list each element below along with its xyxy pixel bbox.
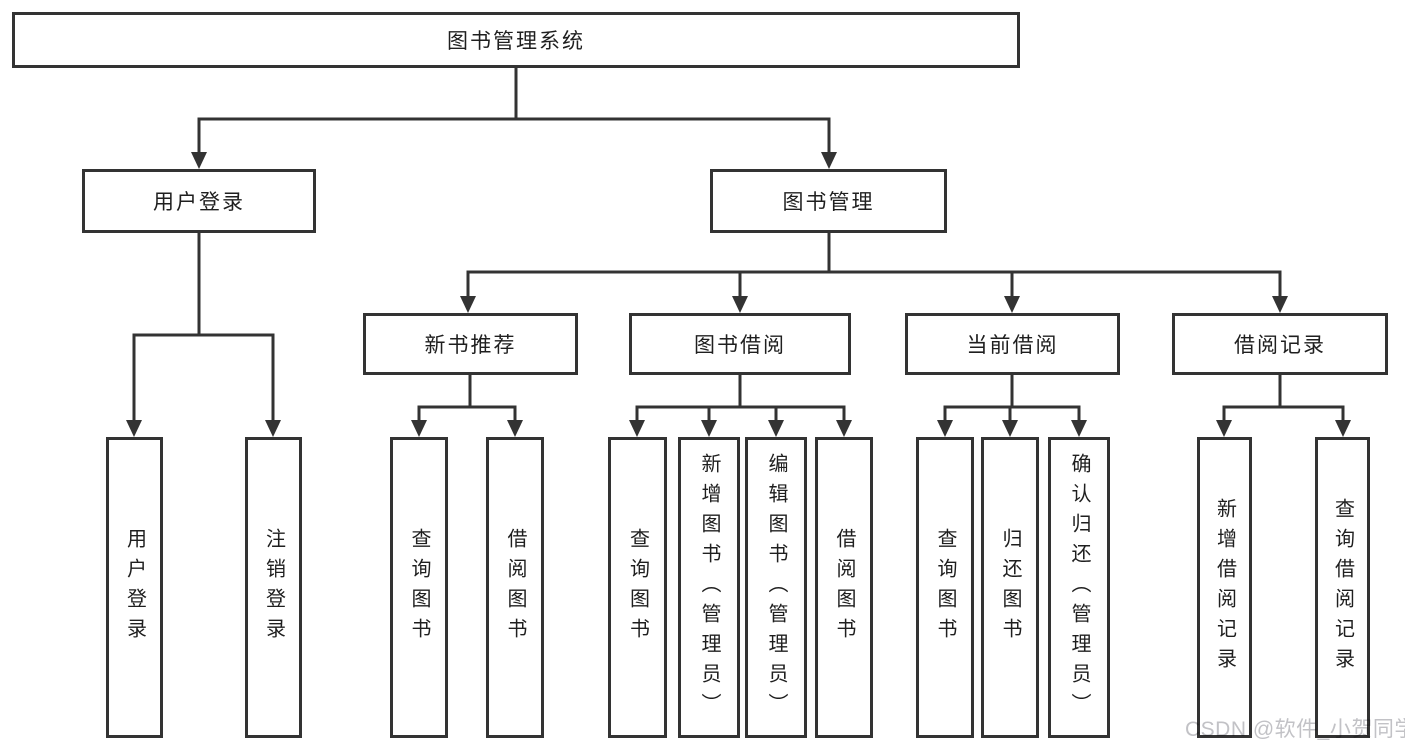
- node-query-books-borrowing-label: 查询图书: [626, 527, 649, 648]
- node-library-management-system: 图书管理系统: [12, 12, 1020, 68]
- node-borrow-books-borrowing: 借阅图书: [815, 437, 873, 738]
- node-library-management-system-label: 图书管理系统: [447, 30, 585, 53]
- node-query-books-recommend-label: 查询图书: [408, 527, 430, 648]
- node-add-borrow-record: 新增借阅记录: [1197, 437, 1252, 738]
- node-user-login: 用户登录: [82, 169, 316, 233]
- node-add-book-admin-label: 新增图书（管理员）: [698, 452, 720, 723]
- node-current-borrowing-label: 当前借阅: [966, 334, 1059, 357]
- connector-lines: [132, 68, 1345, 421]
- node-query-books-current: 查询图书: [916, 437, 974, 738]
- node-return-books-label: 归还图书: [999, 527, 1021, 648]
- node-logout: 注销登录: [245, 437, 302, 738]
- node-logout-label: 注销登录: [262, 527, 285, 648]
- node-add-borrow-record-label: 新增借阅记录: [1213, 497, 1236, 678]
- node-borrow-books-recommend: 借阅图书: [486, 437, 544, 738]
- arrowheads: [126, 152, 1351, 437]
- node-edit-book-admin: 编辑图书（管理员）: [745, 437, 807, 738]
- node-query-books-current-label: 查询图书: [934, 527, 956, 648]
- node-book-management: 图书管理: [710, 169, 947, 233]
- node-new-book-recommendation: 新书推荐: [363, 313, 578, 375]
- node-edit-book-admin-label: 编辑图书（管理员）: [765, 452, 787, 723]
- node-confirm-return-admin-label: 确认归还（管理员）: [1068, 452, 1090, 723]
- node-query-borrow-record-label: 查询借阅记录: [1331, 497, 1354, 678]
- node-add-book-admin: 新增图书（管理员）: [678, 437, 740, 738]
- node-confirm-return-admin: 确认归还（管理员）: [1048, 437, 1110, 738]
- node-query-books-recommend: 查询图书: [390, 437, 448, 738]
- node-user-login-label: 用户登录: [153, 191, 245, 214]
- node-borrow-books-borrowing-label: 借阅图书: [833, 527, 855, 648]
- node-return-books: 归还图书: [981, 437, 1039, 738]
- node-query-borrow-record: 查询借阅记录: [1315, 437, 1370, 738]
- csdn-watermark: CSDN @软件_小贺同学: [1185, 718, 1405, 741]
- node-user-login-leaf-label: 用户登录: [123, 527, 146, 648]
- node-book-borrowing: 图书借阅: [629, 313, 851, 375]
- node-user-login-leaf: 用户登录: [106, 437, 163, 738]
- node-query-books-borrowing: 查询图书: [608, 437, 667, 738]
- node-book-management-label: 图书管理: [782, 191, 875, 214]
- node-borrow-books-recommend-label: 借阅图书: [504, 527, 526, 648]
- node-borrowing-records-label: 借阅记录: [1234, 334, 1326, 357]
- node-book-borrowing-label: 图书借阅: [694, 334, 786, 357]
- node-new-book-recommendation-label: 新书推荐: [424, 334, 517, 357]
- node-borrowing-records: 借阅记录: [1172, 313, 1388, 375]
- node-current-borrowing: 当前借阅: [905, 313, 1120, 375]
